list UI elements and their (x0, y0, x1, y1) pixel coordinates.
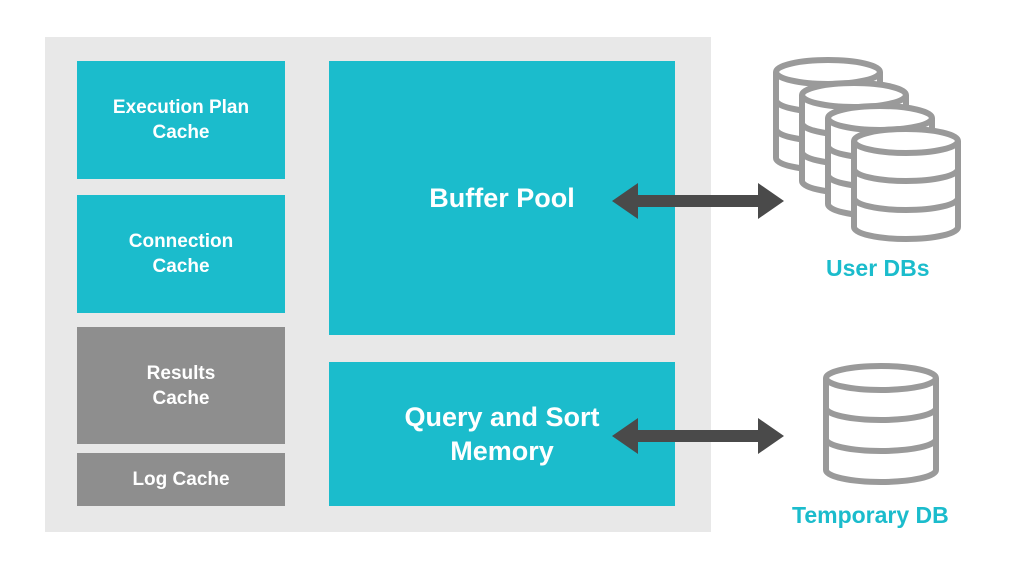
query-sort-memory-label: Query and Sort Memory (404, 402, 600, 466)
log-cache-box: Log Cache (77, 453, 285, 506)
bidirectional-arrow-icon (612, 418, 784, 454)
temporary-db-label: Temporary DB (792, 502, 949, 528)
results-cache-label: Results Cache (146, 362, 216, 409)
connection-cache-box: Connection Cache (77, 195, 285, 313)
execution-plan-cache-box: Execution Plan Cache (77, 61, 285, 179)
results-cache-box: Results Cache (77, 327, 285, 444)
user-dbs-database-stack-icon (770, 52, 970, 247)
user-dbs-label: User DBs (826, 255, 930, 281)
temporary-db-database-icon (823, 363, 939, 485)
buffer-pool-label: Buffer Pool (429, 183, 575, 213)
execution-plan-cache-label: Execution Plan Cache (112, 97, 250, 143)
bidirectional-arrow-icon (612, 183, 784, 219)
log-cache-label: Log Cache (132, 469, 230, 490)
connection-cache-label: Connection Cache (128, 231, 234, 277)
query-sort-memory-box: Query and Sort Memory (329, 362, 675, 506)
